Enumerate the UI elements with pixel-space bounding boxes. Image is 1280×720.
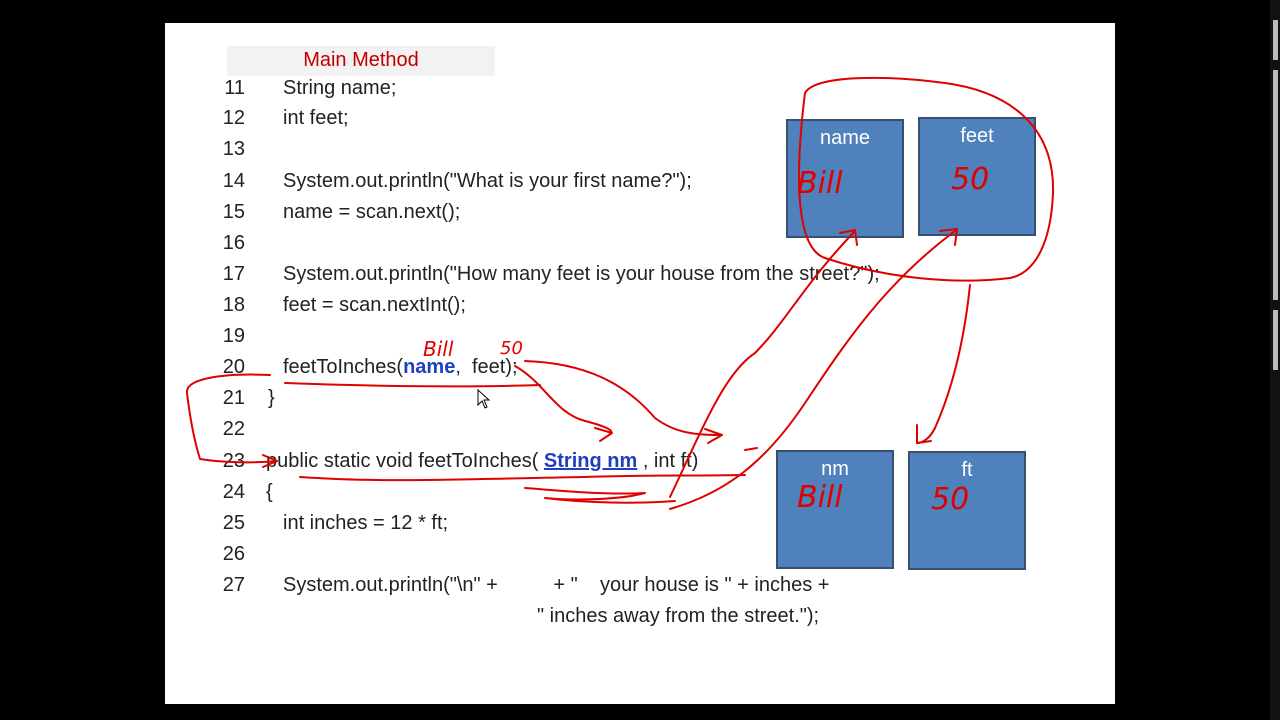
ft-dash (744, 447, 758, 451)
variable-label: feet (960, 125, 994, 147)
parameter-string-nm: String nm (543, 450, 638, 472)
header-suffix: , int ft) (637, 450, 699, 472)
line-number: 21 (222, 387, 245, 409)
code-line: { (266, 481, 273, 503)
line-number: 22 (222, 418, 245, 440)
loop-to-ft-arrow (916, 284, 971, 444)
loop-arrowhead (916, 424, 932, 444)
line-number: 23 (222, 450, 245, 472)
code-line: } (268, 387, 275, 409)
mouse-cursor-icon (477, 389, 491, 409)
slide-title-box: Main Method (227, 46, 495, 76)
feet-arrowhead (704, 428, 723, 444)
variable-label: nm (821, 458, 849, 480)
line-number: 18 (222, 294, 245, 316)
code-line: int feet; (283, 107, 349, 129)
name-arrowhead (594, 427, 613, 442)
name-to-nm-arrow (514, 365, 613, 434)
method-header-line: public static void feetToInches( String … (266, 449, 698, 473)
slide: Main Method 11 12 13 14 15 16 17 18 19 2… (165, 23, 1115, 704)
line-number: 16 (222, 232, 245, 254)
code-line: feet = scan.nextInt(); (283, 294, 466, 316)
header-prefix: public static void feetToInches( (266, 450, 544, 472)
line-number: 14 (222, 170, 245, 192)
line-number: 12 (222, 107, 245, 129)
scrollbar-segment (1273, 310, 1278, 370)
line-number: 15 (222, 201, 245, 223)
call-underline (284, 382, 541, 388)
line-number: 11 (224, 77, 245, 99)
argument-name: name (403, 356, 456, 378)
variable-box-name: name (786, 119, 904, 238)
code-line: System.out.println("What is your first n… (283, 170, 692, 192)
line-number: 25 (222, 512, 245, 534)
header-underline (299, 474, 746, 482)
code-line: name = scan.next(); (283, 201, 461, 223)
variable-box-feet: feet (918, 117, 1036, 236)
line-number: 24 (222, 481, 245, 503)
scrollbar[interactable] (1270, 0, 1280, 720)
call-prefix: feetToInches( (283, 356, 404, 378)
code-line: " inches away from the street."); (537, 605, 820, 627)
feet-to-ft-arrow (524, 360, 721, 436)
variable-label: ft (961, 459, 973, 481)
variable-label: name (819, 127, 871, 149)
line-number: 27 (222, 574, 245, 596)
variable-box-ft: ft (908, 451, 1026, 570)
variable-box-nm: nm (776, 450, 894, 569)
line-number: 13 (222, 138, 245, 160)
scrollbar-segment (1273, 20, 1278, 60)
param-scribble (524, 487, 676, 504)
slide-title: Main Method (303, 49, 419, 71)
code-line: System.out.println("\n" + + " your house… (283, 574, 830, 596)
line-number: 19 (222, 325, 245, 347)
method-call-line: feetToInches(name, feet); (283, 355, 518, 379)
code-line: String name; (283, 77, 397, 99)
scrollbar-thumb[interactable] (1273, 70, 1278, 300)
code-line: System.out.println("How many feet is you… (283, 263, 880, 285)
call-suffix: , feet); (455, 356, 518, 378)
line-number: 17 (222, 263, 245, 285)
code-line: int inches = 12 * ft; (283, 512, 449, 534)
line-number: 26 (222, 543, 245, 565)
line-number: 20 (222, 356, 245, 378)
